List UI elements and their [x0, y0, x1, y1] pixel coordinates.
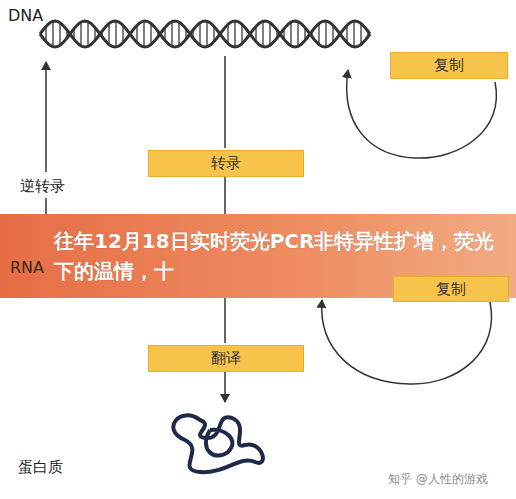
process-box: 复制	[393, 276, 509, 302]
reverse-line	[45, 198, 47, 214]
helix-rung	[325, 21, 327, 47]
protein-figure	[173, 415, 263, 472]
helix-strand	[40, 21, 370, 47]
reverse-arrow	[45, 62, 47, 172]
helix-rung	[297, 22, 299, 47]
flow-line	[224, 56, 226, 148]
helix-rung	[52, 21, 54, 46]
molecule-label: DNA	[8, 6, 43, 25]
helix-rung	[199, 23, 201, 46]
watermark: 知乎 @人性的游戏	[388, 471, 488, 488]
process-box: 翻译	[148, 345, 304, 372]
helix-rung	[59, 23, 61, 46]
helix-rung	[269, 23, 271, 46]
helix-rung	[80, 22, 82, 46]
helix-rung	[108, 24, 110, 45]
molecule-label: RNA	[10, 258, 44, 277]
process-box: 复制	[390, 52, 508, 79]
helix-rung	[150, 24, 152, 45]
helix-rung	[178, 22, 180, 46]
flow-line	[224, 298, 226, 343]
dna-helix	[40, 21, 370, 47]
helix-rung	[318, 24, 320, 45]
flow-line	[224, 177, 226, 214]
flow-arrow	[224, 372, 226, 402]
helix-rung	[353, 21, 355, 47]
helix-rung	[241, 24, 243, 43]
helix-rung	[143, 21, 145, 47]
box-label: 复制	[436, 280, 466, 299]
box-label: 复制	[434, 56, 464, 75]
helix-rung	[360, 24, 362, 45]
helix-rung	[290, 22, 292, 46]
helix-rung	[262, 21, 264, 46]
helix-rung	[171, 22, 173, 47]
process-label: 逆转录	[20, 177, 65, 196]
cycle-arrow	[347, 70, 497, 158]
helix-rung	[87, 22, 89, 47]
helix-rung	[227, 24, 229, 43]
helix-strand	[40, 21, 370, 47]
helix-rung	[206, 21, 208, 46]
cycle-arrow	[322, 300, 492, 384]
molecule-label: 蛋白质	[18, 458, 63, 477]
box-label: 翻译	[211, 349, 241, 368]
process-box: 转录	[148, 150, 304, 177]
helix-rung	[234, 21, 236, 47]
helix-rung	[115, 21, 117, 47]
box-label: 转录	[211, 154, 241, 173]
